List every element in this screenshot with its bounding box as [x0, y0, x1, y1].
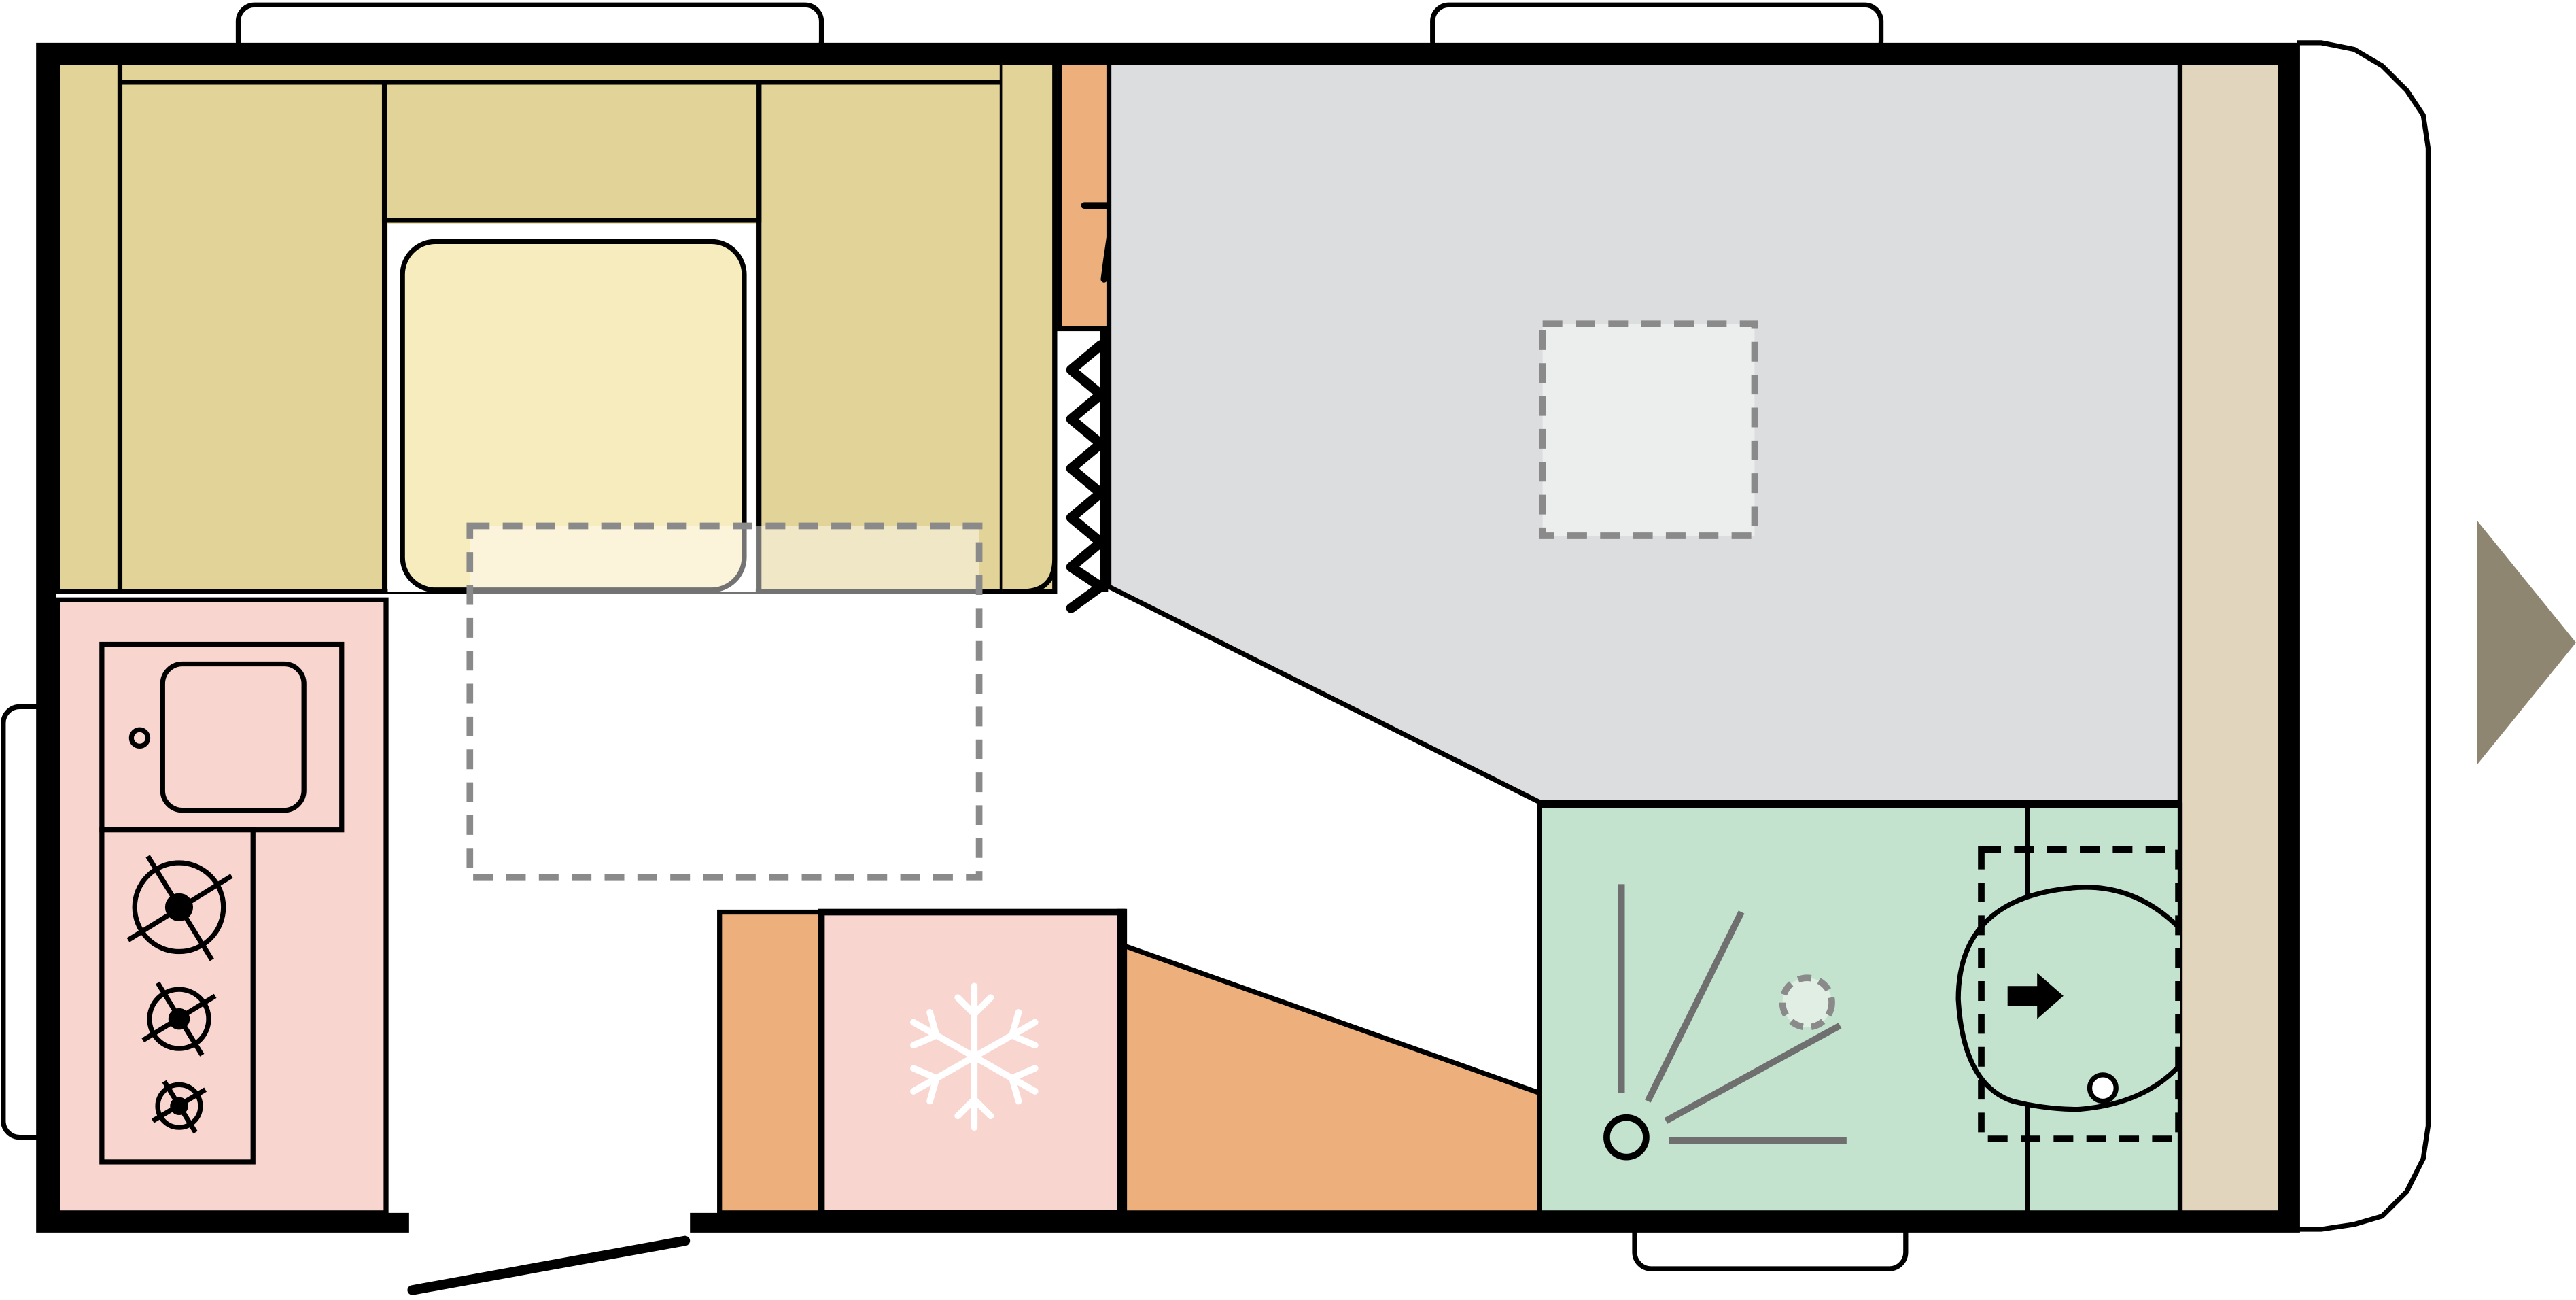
front-nose: [2297, 40, 2431, 1232]
direction-arrow-icon: [2477, 521, 2576, 764]
cabinet: [717, 909, 824, 1216]
toilet-icon[interactable]: [1955, 885, 2182, 1112]
toilet-cassette-outline: [1978, 846, 2182, 1142]
washroom-skylight-icon[interactable]: [1779, 974, 1835, 1031]
table-outline[interactable]: [466, 522, 983, 881]
folding-partition[interactable]: [1066, 340, 1106, 613]
arrow-right-icon: [2007, 972, 2064, 1019]
worktop-wedge: [1119, 941, 1542, 1216]
burner-large-icon[interactable]: [126, 855, 233, 961]
outer-walls: [36, 42, 2300, 1233]
burner-medium-icon[interactable]: [141, 981, 217, 1057]
snowflake-icon: [910, 982, 1039, 1131]
tap-icon[interactable]: [128, 727, 151, 749]
seat-cushion: [400, 239, 747, 593]
shower-fittings: [1618, 884, 1847, 1144]
drain-icon[interactable]: [1603, 1114, 1650, 1161]
seat-backrest: [381, 80, 762, 223]
front-strip: [2177, 60, 2283, 1216]
burner-small-icon[interactable]: [151, 1080, 207, 1134]
sink-basin[interactable]: [160, 661, 307, 813]
roof-skylight[interactable]: [1539, 320, 1758, 539]
hob-burners: [126, 855, 233, 1134]
seat-corner: [1002, 60, 1058, 594]
entry-door[interactable]: [407, 1235, 691, 1295]
